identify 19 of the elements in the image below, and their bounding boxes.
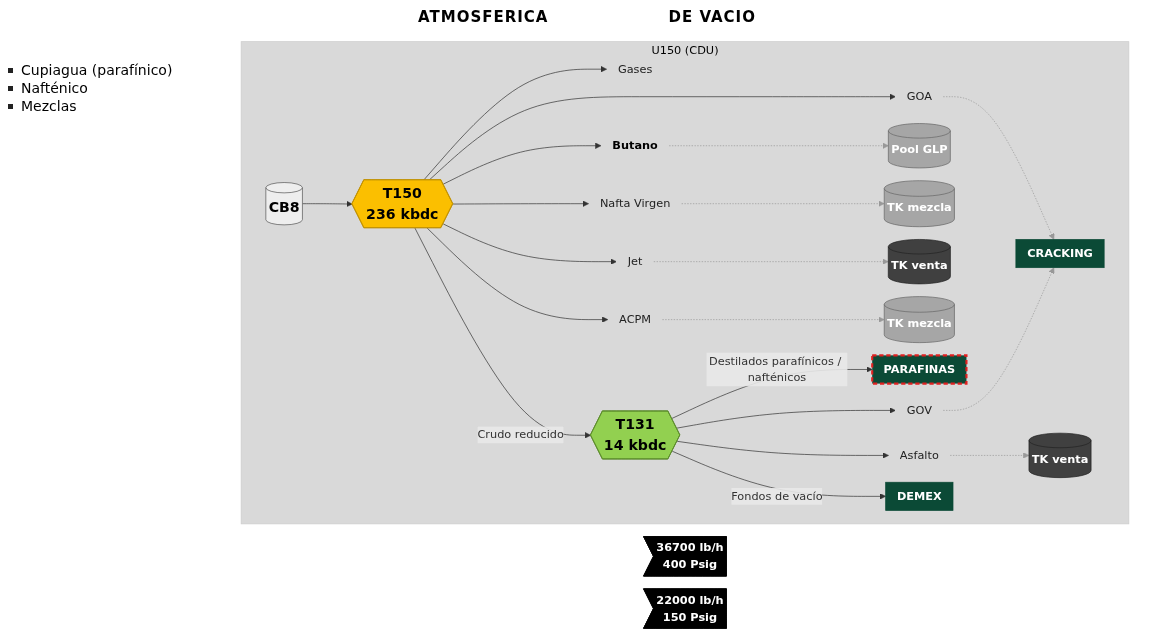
node-box: DEMEX: [885, 481, 954, 511]
crude-type-item: Nafténico: [21, 80, 88, 96]
column-heading: ATMOSFERICA: [418, 8, 549, 26]
edge-label: Fondos de vacío: [731, 489, 823, 503]
crude-type-item: Cupiagua (parafínico): [21, 62, 173, 78]
node-text: GOA: [906, 89, 932, 104]
node-text: Gases: [617, 62, 653, 76]
node-text: GOV: [906, 403, 932, 417]
node-text: Jet: [627, 254, 643, 269]
node-box: CRACKING: [1015, 239, 1105, 269]
node-text: Asfalto: [899, 448, 939, 462]
node-text: Butano: [612, 138, 658, 153]
column-heading: DE VACIO: [668, 8, 756, 26]
node-box: PARAFINAS: [871, 354, 968, 385]
node-text: Nafta Virgen: [599, 196, 671, 211]
edge-label: Destilados parafínicos / nafténicos: [709, 353, 842, 385]
crude-type-item: Mezclas: [21, 98, 77, 114]
node-text: ACPM: [619, 312, 652, 326]
edge-label: Crudo reducido: [477, 427, 564, 442]
